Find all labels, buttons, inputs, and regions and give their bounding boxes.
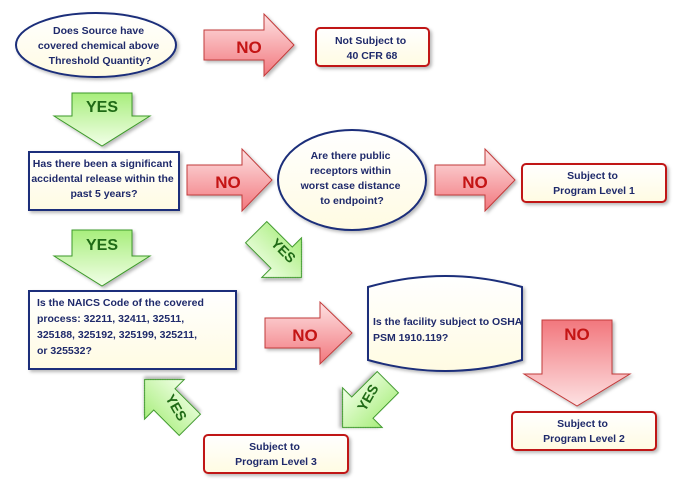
no-arrow-osha-to-level2 xyxy=(522,319,632,407)
osha-question-text: Is the facility subject to OSHA PSM 1910… xyxy=(373,316,525,344)
yes-arrow-source-to-release xyxy=(52,92,152,147)
no-arrow-release-to-public xyxy=(186,147,273,213)
source-question-node xyxy=(15,12,177,78)
public-receptors-question-text: Are there public receptors within worst … xyxy=(300,150,404,207)
no-label-4: NO xyxy=(292,326,318,345)
program-level-1-text: Subject to Program Level 1 xyxy=(553,170,635,197)
yes-label-2: YES xyxy=(86,237,118,254)
yes-arrow-release-to-naics xyxy=(52,229,152,287)
yes-arrow-naics-to-level3 xyxy=(144,379,202,437)
not-subject-box xyxy=(315,27,430,67)
osha-question-document xyxy=(367,275,523,372)
release-question-box xyxy=(28,151,180,211)
release-question-text: Has there been a significant accidental … xyxy=(31,158,176,200)
yes-label-1: YES xyxy=(86,99,118,116)
no-arrow-source-to-not-subject xyxy=(203,12,295,78)
no-label-3: NO xyxy=(462,173,488,192)
program-level-2-text: Subject to Program Level 2 xyxy=(543,418,625,445)
no-arrow-naics-to-osha xyxy=(264,300,353,366)
yes-arrow-osha-to-level3 xyxy=(342,370,400,428)
program-level-3-box xyxy=(203,434,349,474)
public-receptors-question-node xyxy=(277,129,427,231)
program-level-1-box xyxy=(521,163,667,203)
source-question-text: Does Source have covered chemical above … xyxy=(38,25,162,67)
program-level-2-box xyxy=(511,411,657,451)
program-level-3-text: Subject to Program Level 3 xyxy=(235,441,317,468)
no-label-2: NO xyxy=(215,173,241,192)
no-label-5: NO xyxy=(564,325,590,344)
not-subject-text: Not Subject to 40 CFR 68 xyxy=(335,35,409,62)
naics-question-text: Is the NAICS Code of the covered process… xyxy=(37,297,207,357)
no-label-1: NO xyxy=(236,38,262,57)
yes-arrow-release-to-osha xyxy=(244,220,302,278)
no-arrow-public-to-level1 xyxy=(434,147,516,213)
naics-question-box xyxy=(28,290,237,370)
